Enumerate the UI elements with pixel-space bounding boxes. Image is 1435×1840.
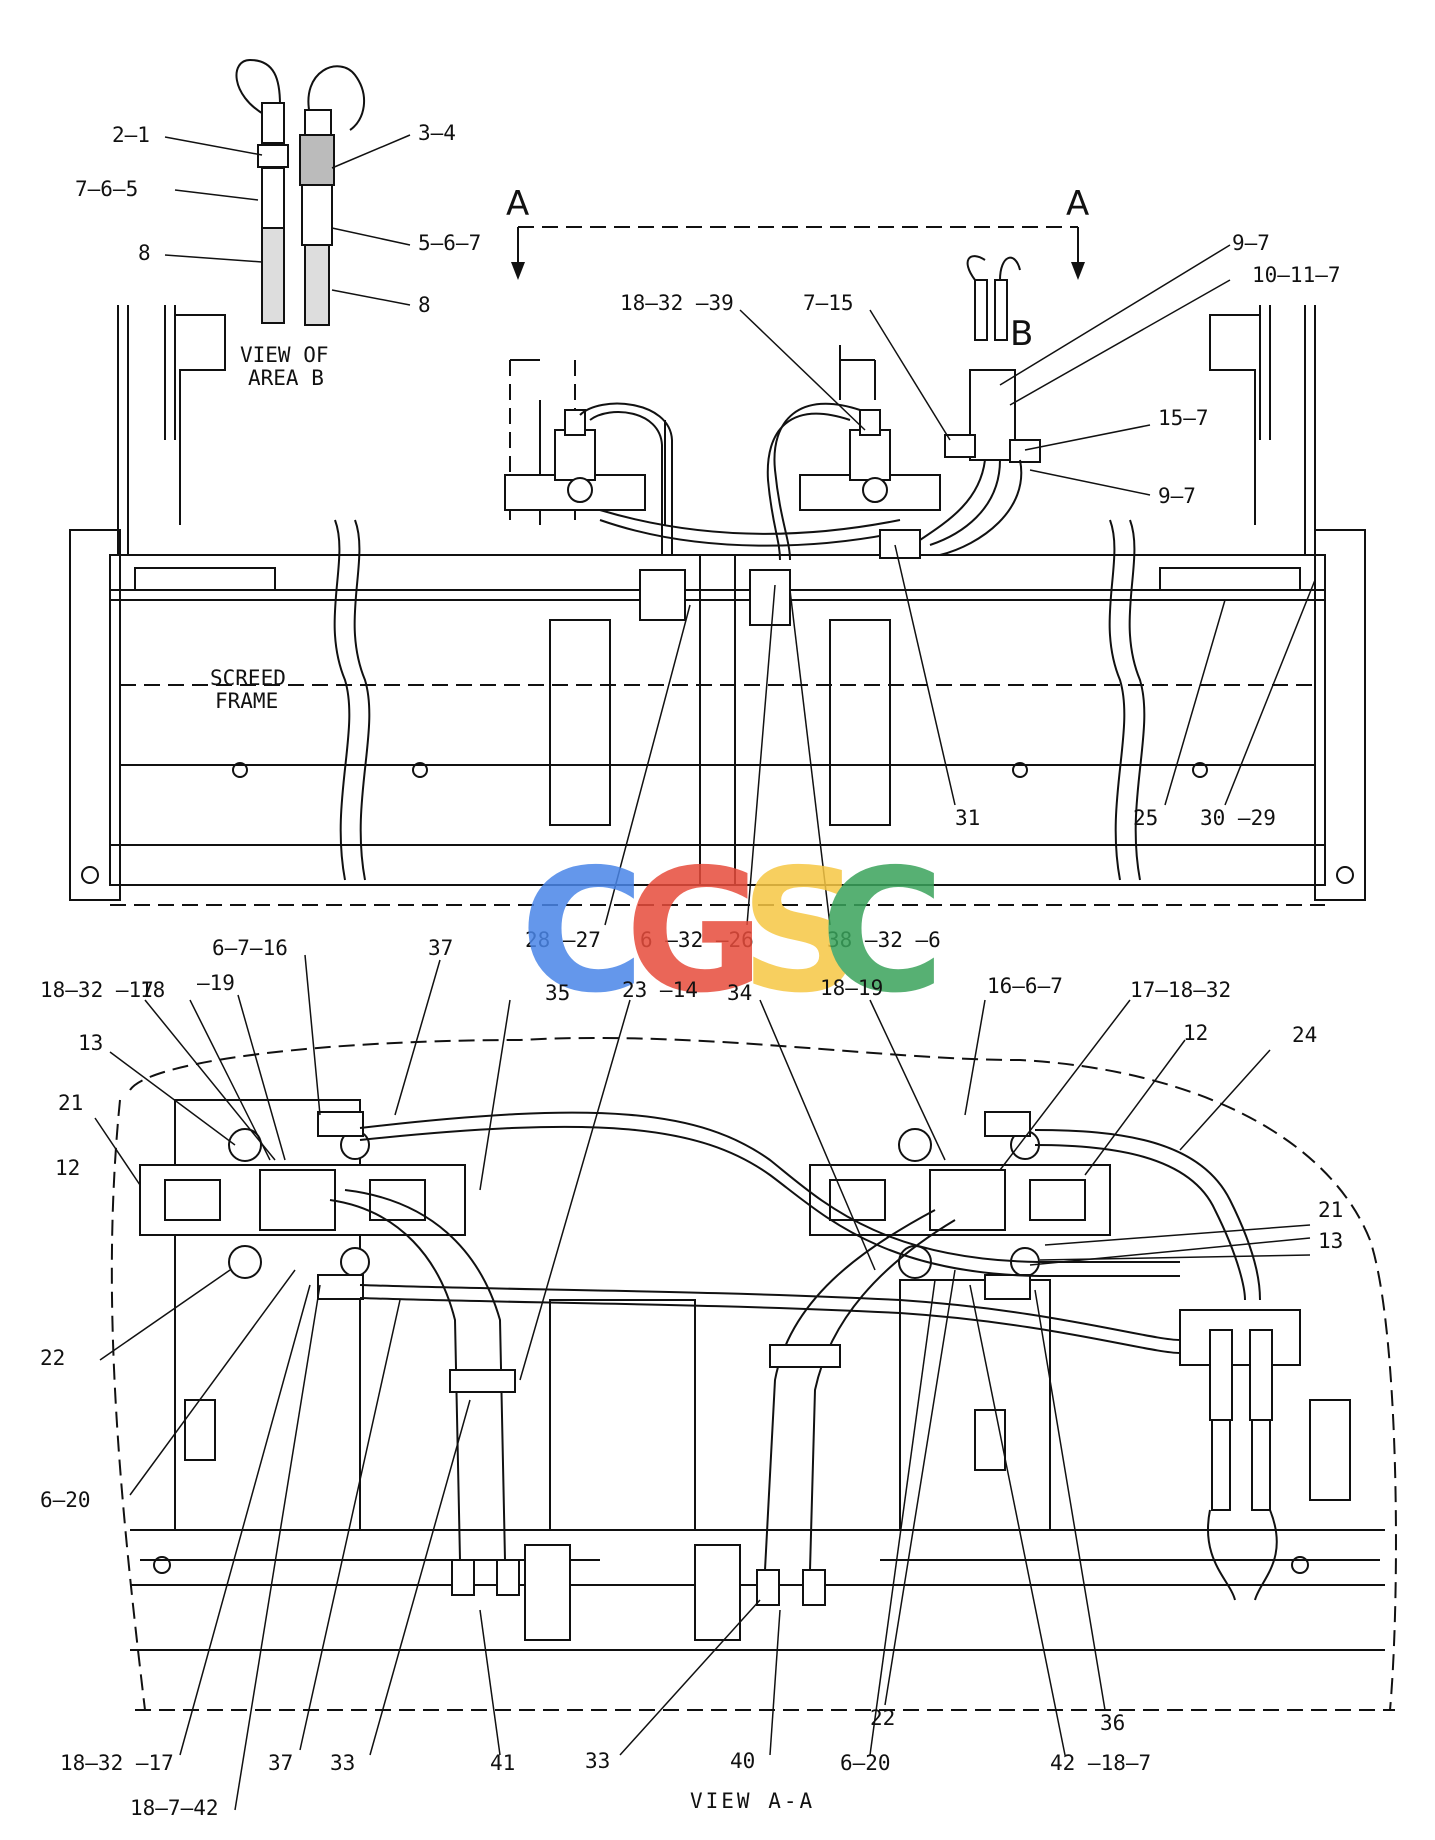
callout-8-left: 8 xyxy=(138,241,151,265)
top-callout-leaders xyxy=(164,134,1316,926)
watermark-letter-g: G xyxy=(625,833,765,1031)
callout-10-11-7: 10–11–7 xyxy=(1252,263,1341,287)
view-of-area-b-line1: VIEW OF xyxy=(240,343,329,367)
cgsc-watermark: C G S C xyxy=(520,833,945,1031)
callout-23-14: 23 –14 xyxy=(622,978,698,1002)
callout-41: 41 xyxy=(490,1751,515,1775)
callout-9-7-lower: 9–7 xyxy=(1158,484,1196,508)
callout-28-27: 28 –27 xyxy=(525,928,601,952)
section-mark-right: A xyxy=(1066,184,1089,224)
bottom-callout-leaders xyxy=(94,954,1311,1811)
callout-13-right: 13 xyxy=(1318,1229,1343,1253)
callout-5-6-7: 5–6–7 xyxy=(418,231,481,255)
callout-15-7: 15–7 xyxy=(1158,406,1209,430)
screed-frame-top-view xyxy=(69,255,1366,906)
top-callouts: 2–1 3–4 7–6–5 5–6–7 8 8 9–7 10–11–7 18–3… xyxy=(75,121,1341,952)
callout-37-upper: 37 xyxy=(428,936,453,960)
callout-35: 35 xyxy=(545,981,570,1005)
callout-7-6-5: 7–6–5 xyxy=(75,177,138,201)
watermark-letter-c2: C xyxy=(820,833,945,1031)
area-b-mark: B xyxy=(1010,314,1033,354)
section-line-a-a xyxy=(511,226,1085,280)
callout-3-4: 3–4 xyxy=(418,121,456,145)
callout-18-19: 18–19 xyxy=(820,976,883,1000)
callout-18-32-17-lower: 18–32 –17 xyxy=(60,1751,174,1775)
callout-18-7-42: 18–7–42 xyxy=(130,1796,219,1820)
section-mark-left: A xyxy=(506,184,529,224)
callout-18-32-39: 18–32 –39 xyxy=(620,291,734,315)
callout-33-right: 33 xyxy=(585,1749,610,1773)
callout-6-7-16: 6–7–16 xyxy=(212,936,288,960)
callout-13-upper: 13 xyxy=(78,1031,103,1055)
callout-6-32-26: 6 –32 –26 xyxy=(640,928,754,952)
view-of-area-b-line2: AREA B xyxy=(248,366,324,390)
callout-25: 25 xyxy=(1133,806,1158,830)
callout-22-right: 22 xyxy=(870,1706,895,1730)
callout-18: 18 xyxy=(140,978,165,1002)
callout-21-left: 21 xyxy=(58,1091,83,1115)
callout-24: 24 xyxy=(1292,1023,1317,1047)
callout-21-right: 21 xyxy=(1318,1198,1343,1222)
view-a-a-drawing xyxy=(110,1036,1397,1711)
callout-22-left: 22 xyxy=(40,1346,65,1370)
watermark-letter-s: S xyxy=(740,833,862,1031)
watermark-letter-c1: C xyxy=(520,833,645,1031)
callout-31: 31 xyxy=(955,806,980,830)
callout-19: –19 xyxy=(197,971,235,995)
callout-38-32-6: 38 –32 –6 xyxy=(827,928,941,952)
callout-34: 34 xyxy=(727,981,752,1005)
callout-42-18-7: 42 –18–7 xyxy=(1050,1751,1151,1775)
callout-30-29: 30 –29 xyxy=(1200,806,1276,830)
callout-36: 36 xyxy=(1100,1711,1125,1735)
callout-2-1: 2–1 xyxy=(112,123,150,147)
callout-12-left: 12 xyxy=(55,1156,80,1180)
callout-33-left: 33 xyxy=(330,1751,355,1775)
view-a-a-title: VIEW A-A xyxy=(690,1789,815,1813)
callout-6-20-left: 6–20 xyxy=(40,1488,91,1512)
callout-7-15: 7–15 xyxy=(803,291,854,315)
screed-frame-label-line2: FRAME xyxy=(215,689,278,713)
callout-6-20-right: 6–20 xyxy=(840,1751,891,1775)
callout-9-7-upper: 9–7 xyxy=(1232,231,1270,255)
callout-12-right: 12 xyxy=(1183,1021,1208,1045)
area-b-detail xyxy=(235,58,366,326)
callout-37-lower: 37 xyxy=(268,1751,293,1775)
screed-frame-label-line1: SCREED xyxy=(210,666,286,690)
callout-16-6-7: 16–6–7 xyxy=(987,974,1063,998)
bottom-callouts: 6–7–16 37 18–32 –17 18 –19 35 23 –14 34 … xyxy=(40,936,1343,1820)
callout-8-right: 8 xyxy=(418,293,431,317)
callout-40: 40 xyxy=(730,1749,755,1773)
callout-17-18-32: 17–18–32 xyxy=(1130,978,1231,1002)
callout-18-32-17-upper: 18–32 –17 xyxy=(40,978,154,1002)
